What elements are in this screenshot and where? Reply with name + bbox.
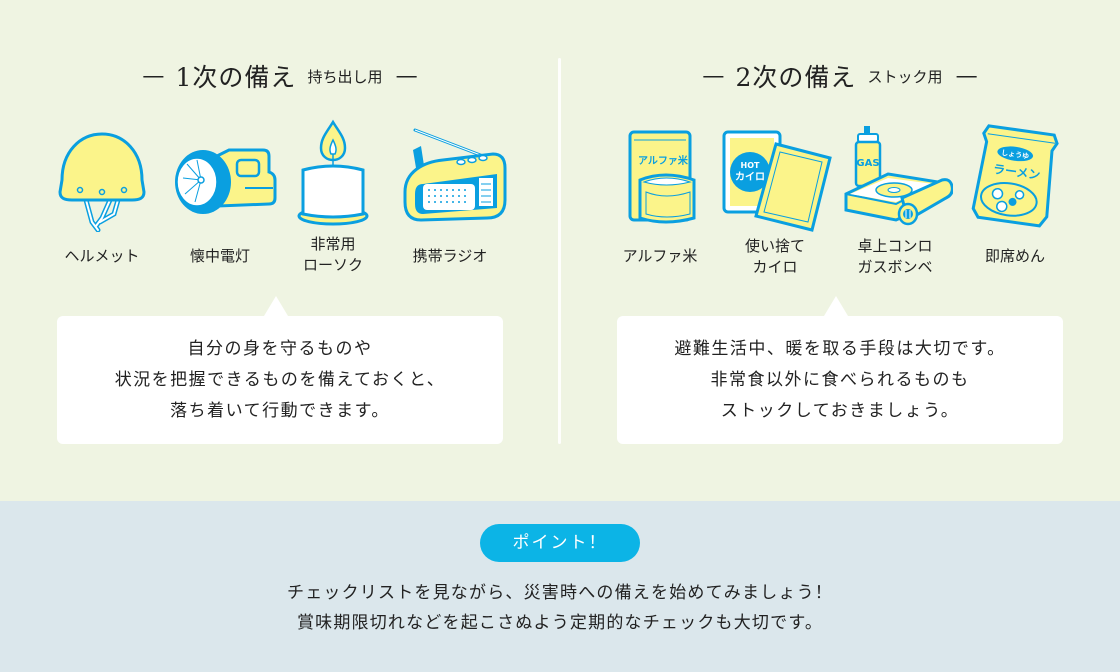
callout-text: 自分の身を守るものや 状況を把握できるものを備えておくと、 落ち着いて行動できま…: [114, 338, 446, 421]
heading-dash: —: [955, 63, 978, 89]
svg-text:カイロ: カイロ: [735, 171, 765, 183]
heading-dash: —: [702, 63, 725, 89]
secondary-heading: — 2次の備え ストック用 —: [560, 58, 1120, 94]
flashlight-icon: [174, 148, 276, 214]
radio-icon: [403, 128, 506, 222]
instant-noodle-icon: しょうゆ ラーメン: [971, 124, 1059, 228]
callout-text: 避難生活中、暖を取る手段は大切です。 非常食以外に食べられるものも ストックして…: [674, 338, 1006, 421]
item-flashlight: 懐中電灯: [160, 122, 280, 267]
point-badge: ポイント！: [480, 524, 640, 562]
alpha-rice-icon: アルファ米: [628, 130, 696, 224]
primary-callout: 自分の身を守るものや 状況を把握できるものを備えておくと、 落ち着いて行動できま…: [57, 296, 503, 444]
item-alpha-rice: アルファ米 アルファ米: [600, 122, 720, 267]
secondary-callout: 避難生活中、暖を取る手段は大切です。 非常食以外に食べられるものも ストックして…: [617, 296, 1063, 444]
svg-text:ラーメン: ラーメン: [992, 162, 1041, 182]
heading-subtitle: ストック用: [867, 67, 943, 86]
heading-dash: —: [395, 63, 418, 89]
heading-subtitle: 持ち出し用: [307, 67, 383, 86]
primary-preparation-section: — 1次の備え 持ち出し用 — ヘルメット: [0, 0, 560, 501]
item-label: 携帯ラジオ: [412, 247, 488, 265]
candle-icon: [297, 119, 369, 226]
item-gas-stove: GAS 卓上コンロ ガスボンベ: [835, 122, 955, 278]
item-label: 懐中電灯: [189, 247, 250, 265]
helmet-icon: [58, 132, 146, 232]
point-text: チェックリストを見ながら、災害時への備えを始めてみましょう！ 賞味期限切れなどを…: [287, 583, 833, 633]
item-label: アルファ米: [622, 247, 698, 265]
item-label: 卓上コンロ ガスボンベ: [857, 237, 933, 276]
heading-dash: —: [142, 63, 165, 89]
svg-text:しょうゆ: しょうゆ: [1001, 148, 1030, 161]
item-hand-warmer: HOT カイロ 使い捨て カイロ: [715, 122, 835, 278]
item-label: 非常用 ローソク: [302, 235, 363, 274]
heading-title: 1次の備え: [175, 63, 297, 92]
hand-warmer-icon: HOT カイロ: [722, 130, 832, 232]
item-label: ヘルメット: [64, 247, 140, 265]
gas-stove-icon: GAS: [844, 126, 953, 226]
item-radio: 携帯ラジオ: [390, 122, 510, 267]
item-instant-noodles: しょうゆ ラーメン 即席めん: [955, 122, 1075, 267]
item-candle: 非常用 ローソク: [273, 118, 393, 276]
item-label: 即席めん: [984, 247, 1045, 265]
secondary-preparation-section: — 2次の備え ストック用 — アルファ米 アルファ米 HOT カイロ 使い捨て…: [560, 0, 1120, 501]
heading-title: 2次の備え: [735, 63, 857, 92]
item-label: 使い捨て カイロ: [744, 237, 805, 276]
svg-text:GAS: GAS: [856, 158, 879, 169]
section-divider: [558, 58, 561, 444]
item-helmet: ヘルメット: [42, 122, 162, 267]
svg-text:アルファ米: アルファ米: [638, 154, 689, 167]
primary-heading: — 1次の備え 持ち出し用 —: [0, 58, 560, 94]
svg-text:HOT: HOT: [740, 161, 759, 170]
